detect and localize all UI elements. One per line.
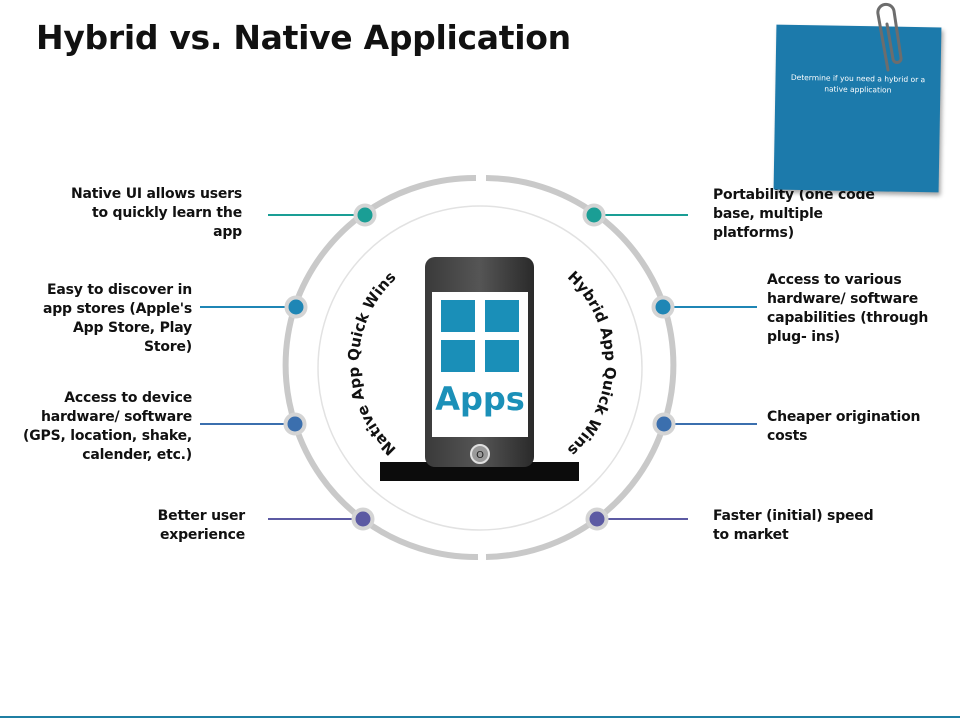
connectors [200,214,757,520]
native-point-4: Better user experience [157,508,246,543]
marker-dots [283,203,676,531]
hybrid-point-1: Portability (one code base, multiple pla… [713,187,875,241]
svg-text:Hybrid App Quick Wins: Hybrid App Quick Wins [564,267,619,459]
hybrid-point-4: Faster (initial) speed to market [713,508,874,543]
svg-text:Native App Quick Wins: Native App Quick Wins [345,268,400,459]
home-button: O [476,450,484,461]
native-point-1: Native UI allows users to quickly learn … [70,186,242,240]
native-point-2: Easy to discover in app stores (Apple's … [42,282,192,355]
bottom-rule [0,716,960,718]
hybrid-point-2: Access to various hardware/ software cap… [767,272,929,345]
hybrid-arc-label: Hybrid App Quick Wins [564,267,619,459]
inner-ring [317,205,643,531]
phone-graphic: O [380,257,579,481]
native-arc-label: Native App Quick Wins [345,268,400,459]
hybrid-point-3: Cheaper origination costs [767,409,921,444]
apps-label: Apps [435,380,525,418]
paperclip-icon [876,2,903,72]
page-title: Hybrid vs. Native Application [36,18,571,57]
sticky-note: Determine if you need a hybrid or a nati… [773,24,942,193]
note-text: Determine if you need a hybrid or a nati… [790,72,926,95]
native-point-3: Access to device hardware/ software (GPS… [23,390,192,463]
